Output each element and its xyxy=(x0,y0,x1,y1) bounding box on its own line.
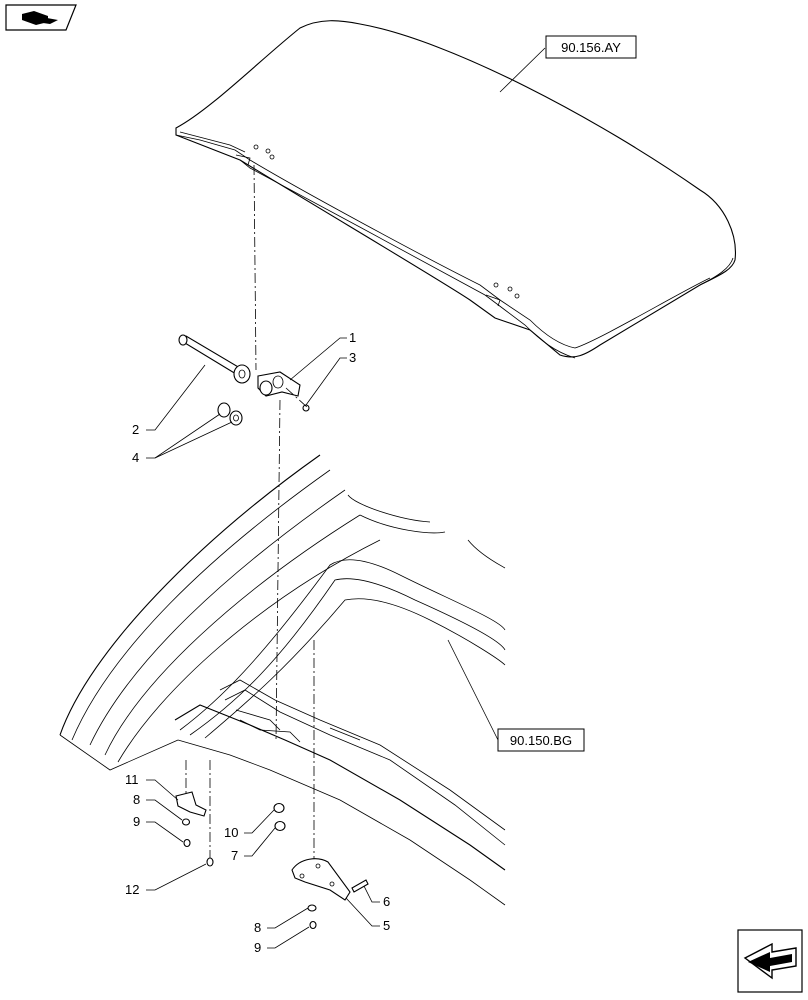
washer-10 xyxy=(273,802,285,814)
nut-7 xyxy=(274,820,286,832)
reference-bottom-text: 90.150.BG xyxy=(510,733,572,748)
hinge-bracket xyxy=(257,371,301,397)
reference-box-bottom[interactable]: 90.150.BG xyxy=(497,728,585,752)
washer-8-lower xyxy=(307,904,317,912)
callout-9-upper: 9 xyxy=(133,814,140,829)
lower-bracket xyxy=(175,791,207,817)
hinge-pin xyxy=(178,334,241,375)
hinge-bushing xyxy=(233,364,251,384)
callout-7: 7 xyxy=(231,848,238,863)
washers xyxy=(217,402,243,426)
callout-6: 6 xyxy=(383,894,390,909)
small-screw-left xyxy=(183,838,191,848)
leader-lines xyxy=(146,337,380,949)
callout-12: 12 xyxy=(125,882,139,897)
callout-5: 5 xyxy=(383,918,390,933)
hinge-plate xyxy=(291,858,351,901)
bolt-12 xyxy=(206,857,214,867)
pin-6 xyxy=(351,879,369,893)
callout-3: 3 xyxy=(349,350,356,365)
callout-1: 1 xyxy=(349,330,356,345)
assembly-view-icon[interactable] xyxy=(5,4,77,31)
callout-8-upper: 8 xyxy=(133,792,140,807)
reference-box-top[interactable]: 90.156.AY xyxy=(545,35,637,59)
roof-hatch-panel xyxy=(175,20,736,359)
callout-9-lower: 9 xyxy=(254,940,261,955)
small-washer-left xyxy=(181,818,191,826)
cab-roof-frame xyxy=(59,454,506,906)
callout-10: 10 xyxy=(224,825,238,840)
screw-9-lower xyxy=(309,920,317,930)
callout-4: 4 xyxy=(132,450,139,465)
callout-8-lower: 8 xyxy=(254,920,261,935)
callout-2: 2 xyxy=(132,422,139,437)
reference-top-text: 90.156.AY xyxy=(561,40,621,55)
navigation-arrow-icon[interactable] xyxy=(737,929,803,993)
callout-11: 11 xyxy=(125,772,139,787)
